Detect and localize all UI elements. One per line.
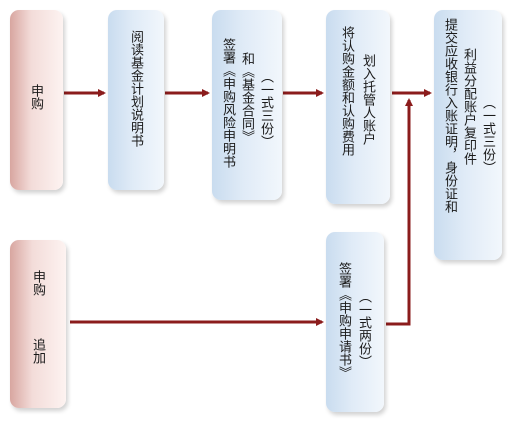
box-submit-proof: 提交应收银行入账证明，身份证和 利益分配账户复印件 （一式三份） <box>434 10 502 260</box>
box-read-plan-label: 阅读基金计划说明书 <box>128 30 143 147</box>
box-sign-line3: （一式三份） <box>258 70 273 148</box>
box-additional-line1: 申购 <box>30 270 45 296</box>
box-submit-line2: 利益分配账户复印件 <box>461 48 476 165</box>
box-sign-request-line1: 签署《申购申请书》 <box>336 262 351 379</box>
box-purchase: 申购 <box>10 10 63 190</box>
box-submit-line1: 提交应收银行入账证明，身份证和 <box>442 18 457 213</box>
box-transfer: 将认购金额和认购费用 划入托管人账户 <box>326 10 390 204</box>
box-purchase-label: 申购 <box>28 84 43 110</box>
box-transfer-line2: 划入托管人账户 <box>360 54 375 145</box>
arrow-sign-request-up <box>386 98 413 326</box>
box-additional-purchase: 申购 追加 <box>10 240 66 408</box>
box-transfer-line1: 将认购金额和认购费用 <box>339 26 354 156</box>
box-sign-line2: 和《基金合同》 <box>239 52 254 143</box>
box-additional-line2: 追加 <box>30 338 45 364</box>
box-sign-request-line2: （一式两份） <box>356 290 371 368</box>
box-sign-line1: 签署《申购风险申明书 <box>220 38 235 168</box>
box-sign-agreement: 签署《申购风险申明书 和《基金合同》 （一式三份） <box>212 10 282 200</box>
box-submit-line3: （一式三份） <box>480 96 495 174</box>
box-sign-request: 签署《申购申请书》 （一式两份） <box>326 232 384 412</box>
box-read-plan: 阅读基金计划说明书 <box>108 10 164 190</box>
